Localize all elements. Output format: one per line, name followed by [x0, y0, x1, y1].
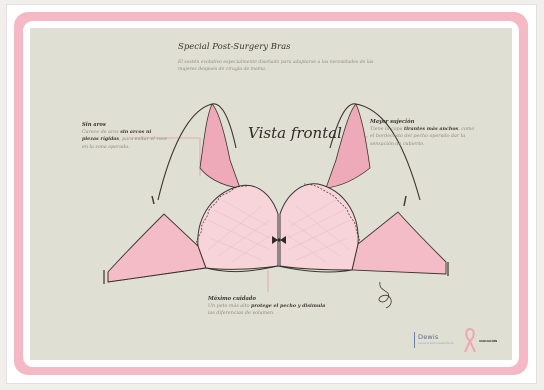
brand-tagline: Lencería post-mastectomía [418, 342, 453, 345]
brand-name: Dewis [418, 333, 439, 341]
note-bottom-text-2: las diferencias de volumen. [208, 311, 275, 316]
brand-logos: Dewis Lencería post-mastectomía ASOCIACI… [412, 327, 510, 355]
note-care: Máximo cuidado Un peto más alto protege … [208, 296, 326, 318]
note-support: Mayor sujeción Tiene la copa tirantes má… [370, 119, 478, 148]
note-left-text-1: Carece de aros [82, 130, 119, 135]
note-right-emphasis: tirantes más anchos [404, 126, 458, 132]
view-label: Vista frontal [248, 124, 342, 142]
note-no-wires: Sin aros Carece de aros sin arcos ni pie… [82, 122, 168, 151]
note-bottom-emphasis: protege el pecho y disimula [251, 303, 325, 309]
note-left-title: Sin aros [82, 122, 168, 129]
note-bottom-text-1: Un peto más alto [208, 304, 250, 309]
note-right-text-1: Tiene la copa [370, 127, 402, 132]
brand-divider [414, 332, 415, 348]
org-name: ASOCIACIÓN [479, 340, 497, 343]
pink-ribbon-icon [463, 327, 477, 353]
